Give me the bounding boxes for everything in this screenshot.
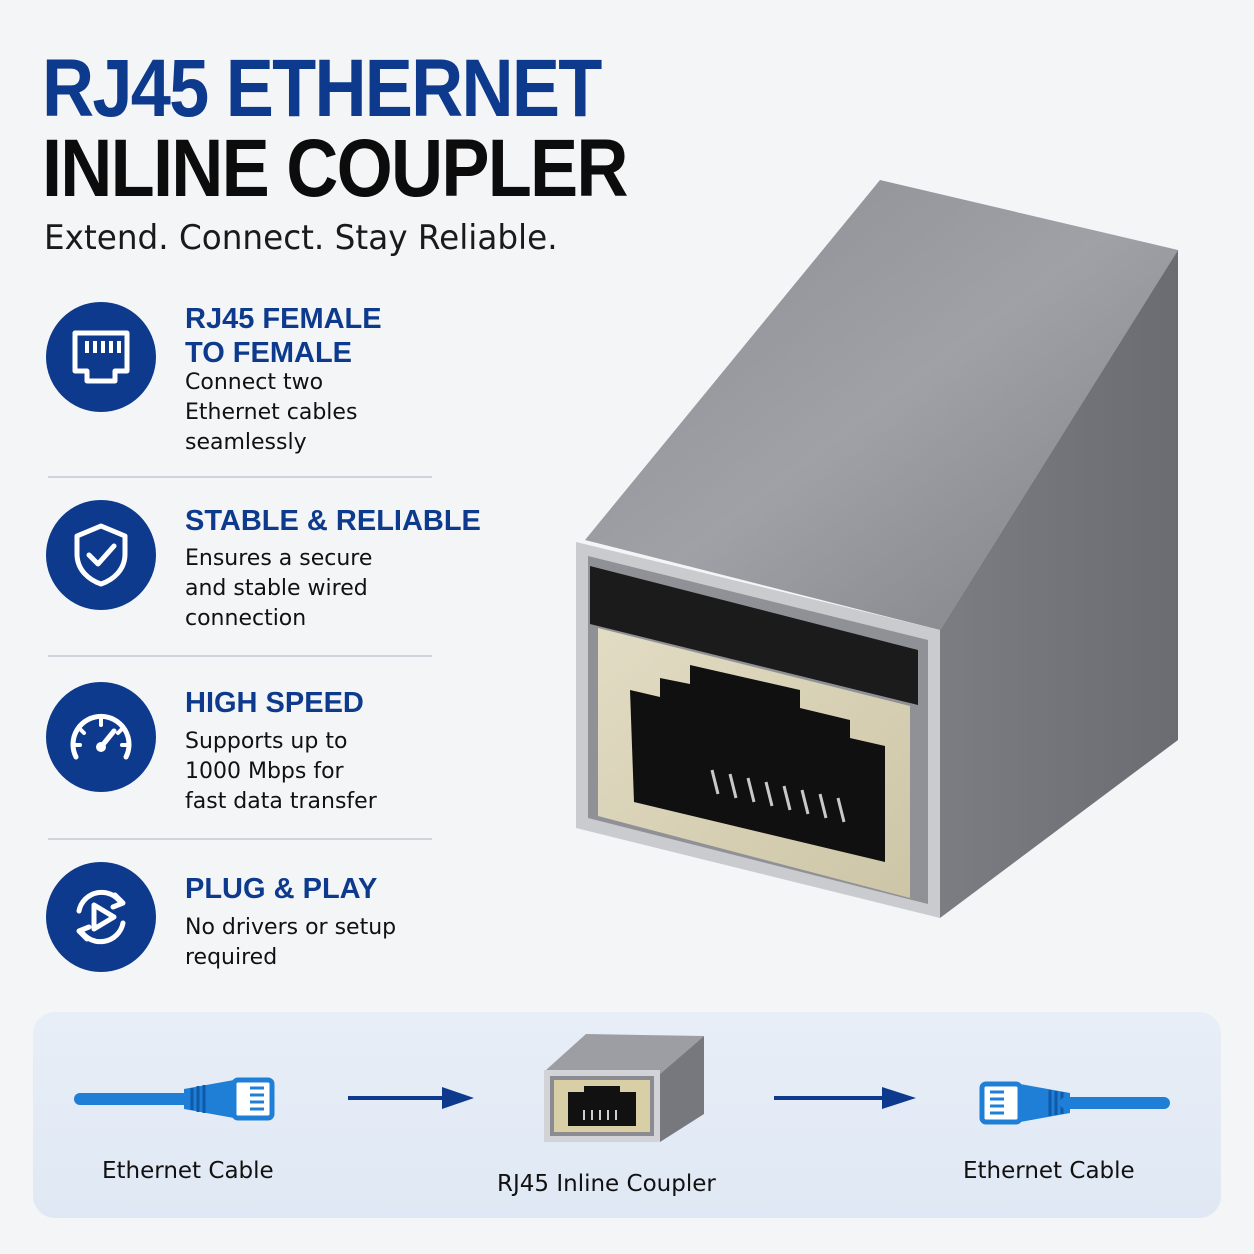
feature-rj45-female: RJ45 FEMALE TO FEMALE Connect two Ethern… [46, 302, 486, 462]
feature-icon-circle [46, 302, 156, 412]
feature-description: Ensures a secure and stable wired connec… [185, 546, 373, 631]
feature-description: Connect two Ethernet cables seamlessly [185, 370, 358, 455]
ethernet-port-icon [72, 330, 130, 384]
speedometer-icon [70, 713, 132, 760]
title-line-1: RJ45 ETHERNET [42, 43, 602, 134]
plug-and-play-icon [76, 889, 126, 945]
feature-stable-reliable: STABLE & RELIABLE Ensures a secure and s… [46, 500, 486, 640]
divider [48, 838, 432, 840]
arrow-right-icon [348, 1087, 474, 1109]
flow-label-center: RJ45 Inline Coupler [497, 1171, 716, 1197]
divider [48, 655, 432, 657]
feature-title: PLUG & PLAY [185, 873, 378, 905]
feature-description: Supports up to 1000 Mbps for fast data t… [185, 729, 377, 814]
title-line-2: INLINE COUPLER [42, 123, 629, 214]
feature-icon-circle [46, 862, 156, 972]
coupler-product-image [576, 180, 1178, 918]
contact-pins [710, 769, 846, 823]
feature-title: RJ45 FEMALE TO FEMALE [185, 303, 382, 369]
feature-plug-play: PLUG & PLAY No drivers or setup required [46, 862, 486, 982]
feature-title: HIGH SPEED [185, 687, 364, 719]
feature-icon-circle [46, 500, 156, 610]
feature-description: No drivers or setup required [185, 915, 397, 970]
ethernet-cable-left-icon [74, 1077, 275, 1121]
arrow-right-icon [774, 1087, 916, 1109]
divider [48, 476, 432, 478]
flow-label-left: Ethernet Cable [102, 1158, 274, 1184]
shield-check-icon [74, 523, 128, 587]
ethernet-cable-right-icon [979, 1081, 1170, 1125]
flow-label-right: Ethernet Cable [963, 1158, 1135, 1184]
feature-high-speed: HIGH SPEED Supports up to 1000 Mbps for … [46, 682, 486, 822]
coupler-thumbnail-icon [544, 1034, 704, 1142]
feature-icon-circle [46, 682, 156, 792]
tagline: Extend. Connect. Stay Reliable. [44, 218, 558, 258]
feature-title: STABLE & RELIABLE [185, 505, 481, 537]
